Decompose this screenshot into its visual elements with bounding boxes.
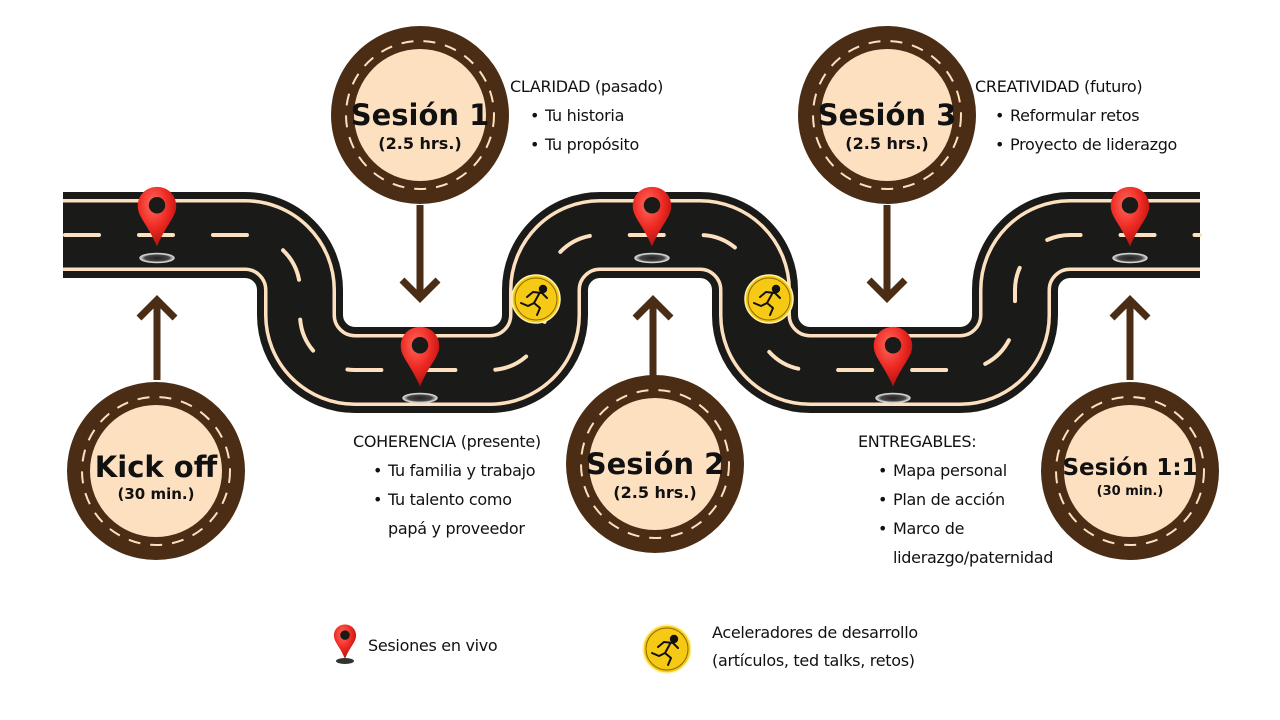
milestone-duration: (2.5 hrs.)	[613, 483, 696, 502]
milestone-duration: (30 min.)	[118, 485, 195, 503]
arrow-up-sesion11	[1109, 295, 1151, 380]
milestone-circles: Sesión 1 (2.5 hrs.) Sesión 3 (2.5 hrs.) …	[67, 26, 1219, 560]
arrow-down-sesion1	[399, 205, 441, 303]
milestone-title: Sesión 3	[818, 98, 957, 132]
note-item: Plan de acción	[878, 485, 1088, 514]
note-item: Reformular retos	[995, 101, 1177, 130]
map-pin-icon[interactable]	[1110, 186, 1150, 264]
map-pin-icon[interactable]	[400, 326, 440, 404]
running-person-icon[interactable]	[744, 274, 794, 324]
legend-accelerators: Aceleradores de desarrollo (artículos, t…	[712, 619, 918, 675]
note-item: Mapa personal	[878, 456, 1088, 485]
note-item: Tu talento como papá y proveedor	[373, 485, 548, 543]
legend-label-detail: (artículos, ted talks, retos)	[712, 651, 915, 670]
note-coherencia: COHERENCIA (presente) Tu familia y traba…	[353, 427, 568, 543]
map-pin-icon	[333, 624, 357, 664]
milestone-sesion3[interactable]: Sesión 3 (2.5 hrs.)	[798, 26, 976, 204]
note-claridad: CLARIDAD (pasado) Tu historia Tu propósi…	[510, 72, 663, 159]
note-heading: COHERENCIA (presente)	[353, 432, 541, 451]
milestone-duration: (2.5 hrs.)	[378, 134, 461, 153]
arrow-up-sesion2	[632, 295, 674, 380]
note-item: Tu propósito	[530, 130, 663, 159]
note-entregables: ENTREGABLES: Mapa personal Plan de acció…	[858, 427, 1088, 572]
milestone-duration: (30 min.)	[1097, 484, 1164, 499]
milestone-sesion1[interactable]: Sesión 1 (2.5 hrs.)	[331, 26, 509, 204]
running-person-icon[interactable]	[511, 274, 561, 324]
map-pin-icon[interactable]	[873, 326, 913, 404]
note-heading: ENTREGABLES:	[858, 432, 977, 451]
road	[61, 192, 1202, 413]
note-creatividad: CREATIVIDAD (futuro) Reformular retos Pr…	[975, 72, 1177, 159]
note-item: Marco de liderazgo/paternidad	[878, 514, 1053, 572]
milestone-sesion2[interactable]: Sesión 2 (2.5 hrs.)	[566, 375, 744, 553]
arrow-up-kickoff	[136, 295, 178, 380]
note-heading: CLARIDAD (pasado)	[510, 77, 664, 96]
live-session-pins	[137, 186, 1150, 404]
map-pin-icon[interactable]	[632, 186, 672, 264]
milestone-duration: (2.5 hrs.)	[845, 134, 928, 153]
note-heading: CREATIVIDAD (futuro)	[975, 77, 1143, 96]
legend-label: Aceleradores de desarrollo	[712, 623, 918, 642]
arrow-down-sesion3	[866, 205, 908, 303]
legend-label: Sesiones en vivo	[368, 636, 498, 655]
note-item: Proyecto de liderazgo	[995, 130, 1177, 159]
milestone-title: Sesión 1	[351, 98, 490, 132]
map-pin-icon[interactable]	[137, 186, 177, 264]
running-person-icon	[642, 624, 692, 674]
note-item: Tu historia	[530, 101, 663, 130]
legend-live-sessions: Sesiones en vivo	[368, 632, 498, 660]
milestone-title: Sesión 2	[586, 447, 725, 481]
milestone-kickoff[interactable]: Kick off (30 min.)	[67, 382, 245, 560]
connector-arrows	[136, 205, 1151, 380]
legend-icons	[333, 624, 692, 674]
milestone-title: Kick off	[95, 450, 218, 484]
note-item: Tu familia y trabajo	[373, 456, 568, 485]
